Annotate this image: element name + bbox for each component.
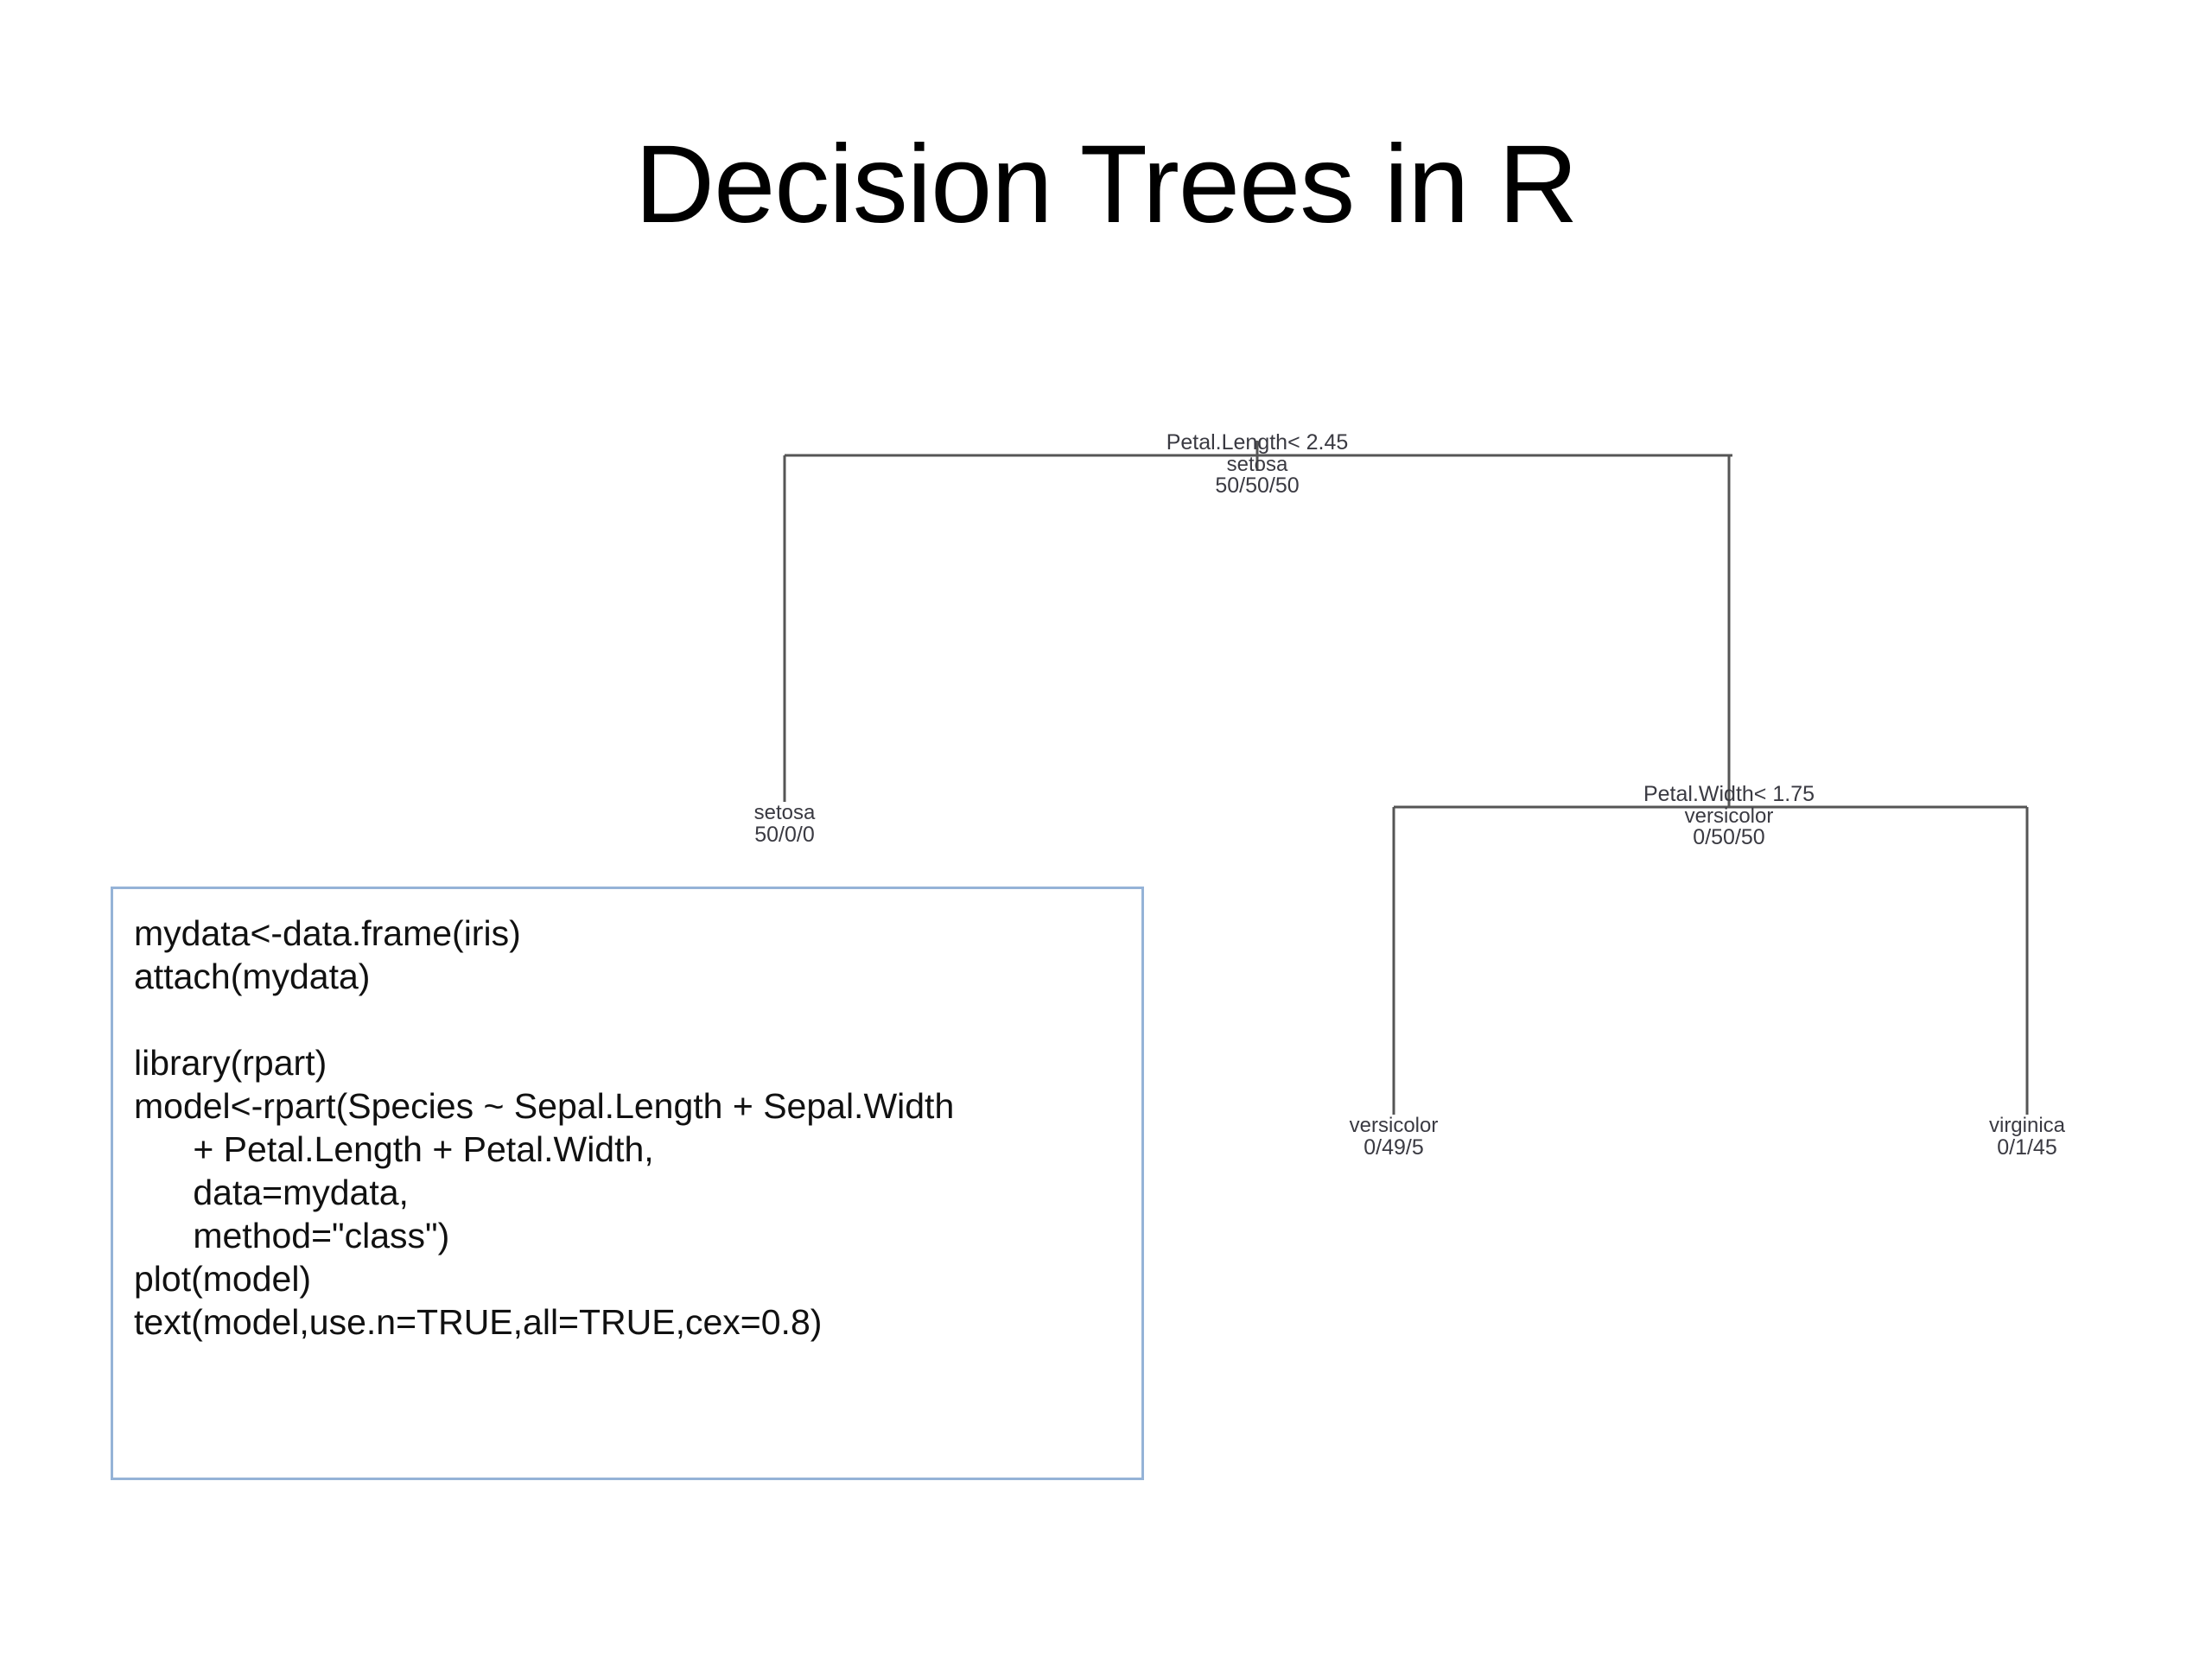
tree-node-root: Petal.Length< 2.45 setosa 50/50/50 <box>1166 430 1349 498</box>
code-line: text(model,use.n=TRUE,all=TRUE,cex=0.8) <box>134 1302 823 1343</box>
leaf-virginica-counts: 0/1/45 <box>1997 1135 2057 1160</box>
code-line: data=mydata, <box>134 1173 409 1213</box>
code-line: model<-rpart(Species ~ Sepal.Length + Se… <box>134 1086 955 1127</box>
root-counts: 50/50/50 <box>1215 473 1300 498</box>
r-code-box: mydata<-data.frame(iris) attach(mydata) … <box>111 887 1144 1480</box>
code-line: method="class") <box>134 1216 450 1256</box>
code-line: library(rpart) <box>134 1043 327 1084</box>
split-right-class: versicolor <box>1684 804 1774 828</box>
tree-leaf-setosa: setosa 50/0/0 <box>753 801 816 848</box>
root-class: setosa <box>1226 452 1288 476</box>
tree-connector-lines <box>783 441 2029 1115</box>
code-line-blank <box>134 998 1124 1041</box>
leaf-virginica-class: virginica <box>1988 1114 2066 1137</box>
code-line: plot(model) <box>134 1259 312 1300</box>
code-line: attach(mydata) <box>134 957 371 997</box>
leaf-setosa-counts: 50/0/0 <box>754 823 815 848</box>
leaf-versicolor-class: versicolor <box>1349 1114 1439 1137</box>
split-right-condition: Petal.Width< 1.75 <box>1643 782 1815 806</box>
page-title: Decision Trees in R <box>634 123 1579 246</box>
code-line: mydata<-data.frame(iris) <box>134 913 521 953</box>
decision-tree-plot: Petal.Length< 2.45 setosa 50/50/50 setos… <box>674 406 2143 1162</box>
split-right-counts: 0/50/50 <box>1693 824 1765 849</box>
tree-leaf-virginica: virginica 0/1/45 <box>1988 1114 2066 1160</box>
leaf-versicolor-counts: 0/49/5 <box>1363 1135 1424 1160</box>
code-line: + Petal.Length + Petal.Width, <box>134 1129 654 1170</box>
root-condition: Petal.Length< 2.45 <box>1166 430 1349 454</box>
tree-leaf-versicolor: versicolor 0/49/5 <box>1349 1114 1439 1160</box>
leaf-setosa-class: setosa <box>753 801 816 824</box>
tree-node-petal-width: Petal.Width< 1.75 versicolor 0/50/50 <box>1643 782 1815 849</box>
